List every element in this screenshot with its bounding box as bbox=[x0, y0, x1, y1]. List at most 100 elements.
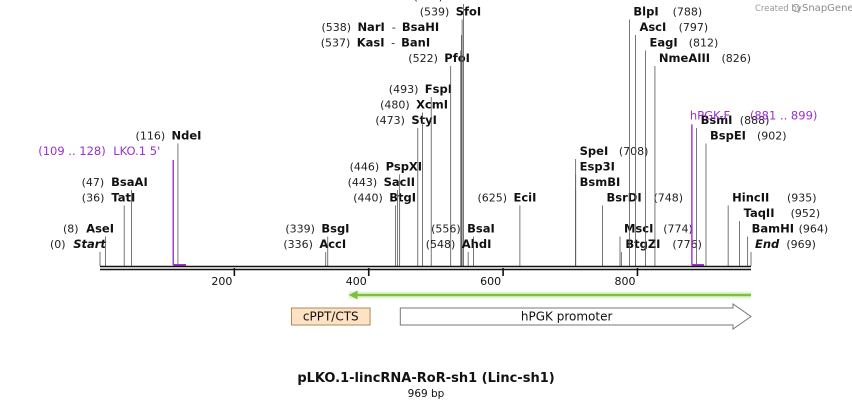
site-position: (493) bbox=[389, 83, 419, 96]
site-pluti[interactable]: (541)PluTI bbox=[413, 0, 482, 266]
primer-range: (881 .. 899) bbox=[750, 108, 818, 122]
site-bspei[interactable]: BspEI(902) bbox=[705, 129, 787, 267]
site-sfoi[interactable]: (539) SfoI bbox=[420, 5, 481, 267]
site-position: (774) bbox=[663, 223, 693, 236]
site-name: BsrDI bbox=[607, 191, 642, 205]
site-position: (812) bbox=[689, 37, 719, 50]
site-position: (935) bbox=[787, 192, 817, 205]
site-name-extra: BsaHI bbox=[402, 20, 439, 34]
site-eagi[interactable]: EagI (812) bbox=[645, 36, 719, 267]
site-taqii[interactable]: TaqII (952) bbox=[739, 206, 821, 266]
site-position: (473) bbox=[375, 114, 405, 127]
site-sacii[interactable]: (443)SacII bbox=[348, 175, 415, 266]
site-position: (36) bbox=[82, 192, 105, 205]
site-btgzi[interactable]: BtgZI(776) bbox=[620, 237, 702, 266]
site-position: (336) bbox=[283, 238, 313, 251]
created-by-label: Created by bbox=[755, 4, 802, 14]
site-end[interactable]: End(969) bbox=[750, 237, 816, 266]
feature-label: cPPT/CTS bbox=[303, 310, 359, 324]
site-position: (888) bbox=[740, 114, 770, 127]
site-fspi[interactable]: (493) FspI bbox=[389, 82, 452, 266]
site-name: PspXI bbox=[386, 160, 422, 174]
site-position: (952) bbox=[791, 207, 821, 220]
site-name: XcmI bbox=[416, 98, 448, 112]
site-position: (446) bbox=[350, 161, 380, 174]
feature-cppt-cts[interactable]: cPPT/CTS bbox=[290, 307, 371, 326]
site-bsgi[interactable]: (339)BsgI bbox=[285, 222, 349, 267]
primer-lko-1-5-[interactable]: (109 .. 128)LKO.1 5' bbox=[38, 144, 186, 266]
site-name: EciI bbox=[513, 191, 536, 205]
site-position: (788) bbox=[673, 6, 703, 19]
snapgene-brand: SnapGene bbox=[802, 3, 852, 14]
feature-box bbox=[290, 307, 371, 326]
site-position: (522) bbox=[408, 52, 438, 65]
map-length: 969 bp bbox=[408, 388, 445, 400]
site-position: (548) bbox=[426, 238, 456, 251]
site-name: BtgZI bbox=[625, 237, 660, 251]
site-position: (797) bbox=[679, 21, 709, 34]
site-bsai[interactable]: (556)BsaI bbox=[431, 222, 495, 267]
site-bsaai[interactable]: (47)BsaAI bbox=[82, 175, 148, 266]
site-kasi[interactable]: (537)KasI-BanI bbox=[321, 36, 462, 267]
site-name: SfoI bbox=[456, 5, 481, 19]
site-hincii[interactable]: HincII(935) bbox=[727, 191, 817, 267]
primer-name: hPGK-F bbox=[690, 108, 730, 122]
site-nari[interactable]: (538) NarI-BsaHI bbox=[321, 20, 462, 266]
site-pspxi[interactable]: (446) PspXI bbox=[350, 160, 422, 267]
site-styi[interactable]: (473)StyI bbox=[375, 113, 437, 266]
site-acci[interactable]: (336)AccI bbox=[283, 237, 346, 266]
primer-range: (109 .. 128) bbox=[38, 144, 106, 158]
site-start[interactable]: (0)Start bbox=[50, 237, 106, 266]
axis-tick-label: 800 bbox=[614, 275, 635, 288]
site-spei[interactable]: SpeI(708) bbox=[575, 144, 649, 266]
site-position: (440) bbox=[353, 192, 383, 205]
site-msci[interactable]: MscI (774) bbox=[619, 222, 693, 267]
site-name: BsmI bbox=[701, 113, 733, 127]
site-asei[interactable]: (8)AseI bbox=[63, 222, 114, 267]
site-name: TaqII bbox=[744, 206, 775, 220]
site-name: Esp3I bbox=[580, 160, 615, 174]
site-bamhi[interactable]: BamHI(964) bbox=[747, 222, 829, 267]
site-btgi[interactable]: (440)BtgI bbox=[353, 191, 416, 267]
site-name: KasI bbox=[357, 36, 385, 50]
site-bsmbi[interactable]: BsmBI bbox=[575, 175, 621, 266]
site-bsmi[interactable]: BsmI (888) bbox=[696, 113, 770, 266]
site-name: SpeI bbox=[580, 144, 609, 158]
primer-hpgk-f[interactable]: hPGK-F (881 .. 899) bbox=[690, 108, 818, 266]
site-tati[interactable]: (36) TatI bbox=[82, 191, 136, 267]
site-position: (339) bbox=[285, 223, 315, 236]
site-name: NarI bbox=[357, 20, 384, 34]
site-position: (47) bbox=[82, 176, 105, 189]
site-position: (539) bbox=[420, 6, 450, 19]
site-name: Start bbox=[73, 237, 106, 251]
site-position: (480) bbox=[380, 99, 410, 112]
site-blpi[interactable]: BlpI (788) bbox=[628, 5, 703, 267]
site-nmeaiii[interactable]: NmeAIII(826) bbox=[654, 51, 751, 266]
primers: (109 .. 128)LKO.1 5' hPGK-F (881 .. 899) bbox=[38, 108, 818, 266]
feature-hpgk-promoter[interactable]: hPGK promoter bbox=[399, 303, 752, 330]
snapgene-logo-icon bbox=[792, 4, 800, 12]
axis-tick-label: 600 bbox=[480, 275, 501, 288]
site-name: BsaI bbox=[467, 222, 495, 236]
features: cPPT/CTS hPGK promoter bbox=[290, 303, 752, 330]
site-name: BlpI bbox=[633, 5, 658, 19]
site-ecii[interactable]: (625)EciI bbox=[477, 191, 536, 267]
site-asci[interactable]: AscI(797) bbox=[635, 20, 708, 266]
site-xcmi[interactable]: (480) XcmI bbox=[380, 98, 448, 267]
site-bsrdi[interactable]: BsrDI(748) bbox=[602, 191, 684, 267]
site-name: TatI bbox=[111, 191, 135, 205]
site-ahdi[interactable]: (548)AhdI bbox=[426, 237, 492, 266]
site-name: MscI bbox=[624, 222, 653, 236]
site-name: FspI bbox=[425, 82, 452, 96]
site-name: BsmBI bbox=[580, 175, 621, 189]
site-name: EagI bbox=[650, 36, 678, 50]
site-dash: - bbox=[392, 21, 396, 34]
site-position: (538) bbox=[321, 21, 351, 34]
site-dash: - bbox=[391, 37, 395, 50]
site-position: (537) bbox=[321, 37, 351, 50]
axis-tick-label: 200 bbox=[211, 275, 232, 288]
site-ndei[interactable]: (116)NdeI bbox=[136, 129, 202, 267]
map-title: pLKO.1-lincRNA-RoR-sh1 (Linc-sh1) bbox=[297, 371, 554, 386]
